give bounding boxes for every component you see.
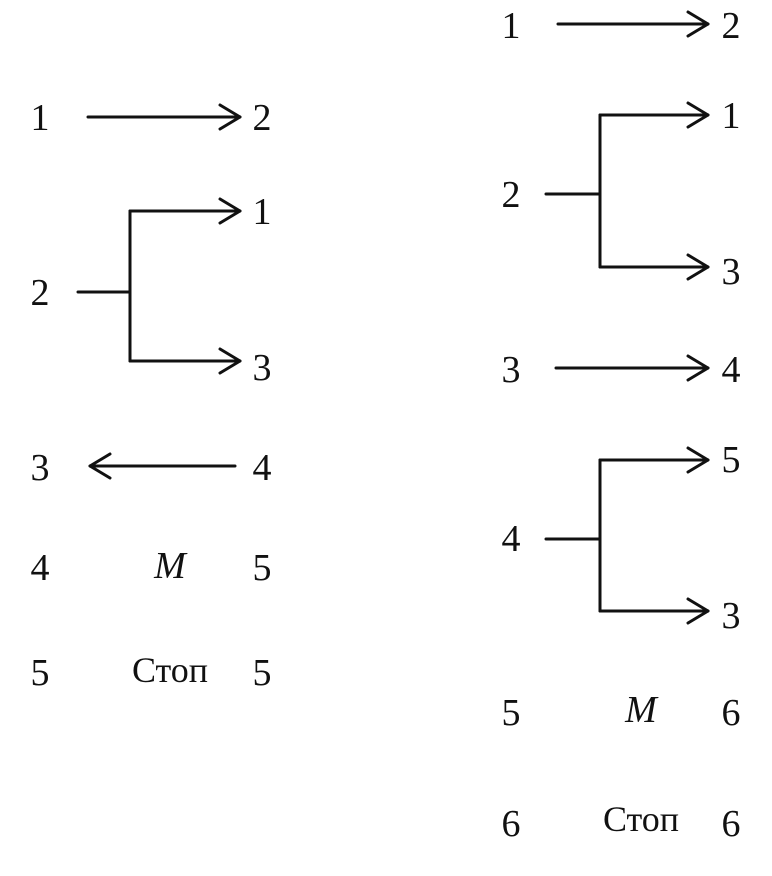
right-row-2: 2 1 3: [502, 95, 741, 293]
left-row-5: 5 Стоп 5: [31, 650, 272, 694]
right-row-1-from: 1: [502, 5, 521, 47]
right-row-6-to: 6: [722, 803, 741, 845]
right-row-1-to: 2: [722, 5, 741, 47]
right-row-5-to: 6: [722, 692, 741, 734]
left-row-2-to-lower: 3: [253, 347, 272, 389]
left-row-3-arrow-left-icon: [88, 452, 237, 480]
right-row-4-to-lower: 3: [722, 595, 741, 637]
right-row-6: 6 Стоп 6: [502, 799, 741, 845]
right-row-3-from: 3: [502, 349, 521, 391]
left-row-4: 4 M 5: [31, 545, 272, 589]
right-row-3-to: 4: [722, 349, 741, 391]
right-row-2-from: 2: [502, 174, 521, 216]
left-row-2-from: 2: [31, 272, 50, 314]
left-row-1-arrow-right-icon: [86, 103, 242, 131]
left-row-5-from: 5: [31, 652, 50, 694]
right-row-2-branch-icon: [544, 101, 710, 281]
right-row-5: 5 M 6: [502, 689, 741, 734]
left-row-3-from: 3: [31, 447, 50, 489]
right-row-5-from: 5: [502, 692, 521, 734]
right-row-6-op: Стоп: [603, 799, 679, 839]
left-row-3: 3 4: [31, 447, 272, 489]
left-row-2-branch-icon: [76, 197, 242, 375]
right-row-2-to-lower: 3: [722, 251, 741, 293]
left-row-4-op: M: [153, 545, 188, 587]
right-scheme: 1 2 2 1 3 3: [502, 5, 741, 845]
right-row-2-to-upper: 1: [722, 95, 741, 137]
right-row-4: 4 5 3: [502, 439, 741, 637]
left-row-1-to: 2: [253, 97, 272, 139]
left-row-4-to: 5: [253, 547, 272, 589]
left-row-3-to: 4: [253, 447, 272, 489]
right-row-5-op: M: [624, 689, 659, 731]
left-row-2: 2 1 3: [31, 191, 272, 389]
left-row-4-from: 4: [31, 547, 50, 589]
left-row-5-op: Стоп: [132, 650, 208, 690]
right-row-4-from: 4: [502, 518, 521, 560]
left-row-5-to: 5: [253, 652, 272, 694]
left-row-1: 1 2: [31, 97, 272, 139]
right-row-4-branch-icon: [544, 446, 710, 625]
right-row-3-arrow-right-icon: [554, 354, 710, 382]
right-row-6-from: 6: [502, 803, 521, 845]
right-row-3: 3 4: [502, 349, 741, 391]
left-row-1-from: 1: [31, 97, 50, 139]
left-scheme: 1 2 2 1 3 3: [31, 97, 272, 694]
right-row-4-to-upper: 5: [722, 439, 741, 481]
right-row-1-arrow-right-icon: [556, 10, 710, 38]
right-row-1: 1 2: [502, 5, 741, 47]
left-row-2-to-upper: 1: [253, 191, 272, 233]
